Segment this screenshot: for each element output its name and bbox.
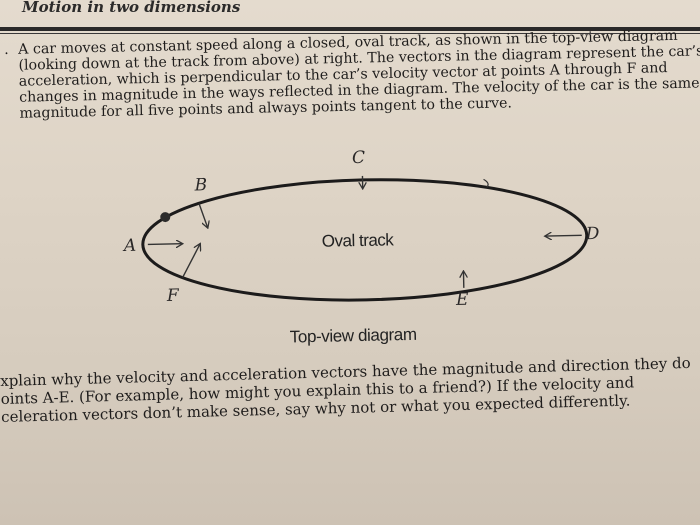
top-view-diagram: C B A D E F Oval track Top-view diagram [98,135,622,366]
section-header: Motion in two dimensions [22,0,241,16]
diagram-caption: Top-view diagram [289,324,417,347]
acceleration-vector-b [198,203,208,227]
point-label-f: F [166,285,179,307]
point-label-b: B [194,175,208,196]
point-label-a: A [123,235,137,256]
point-label-d: D [585,223,600,245]
acceleration-vector-d [546,235,582,236]
problem-number: . [4,41,9,58]
oval-track-label: Oval track [321,230,394,251]
acceleration-vector-a [147,244,182,245]
problem-statement: .A car moves at constant speed along a c… [4,28,700,122]
oval-track-svg [141,175,589,302]
car-marker [160,212,171,223]
track-tick-mark [483,178,489,188]
oval-track-path [141,178,589,302]
header-rule-thick [0,27,700,31]
acceleration-vector-f [181,244,201,279]
header-rule-thin [0,33,700,34]
point-label-e: E [455,289,469,310]
point-label-c: C [351,147,366,169]
